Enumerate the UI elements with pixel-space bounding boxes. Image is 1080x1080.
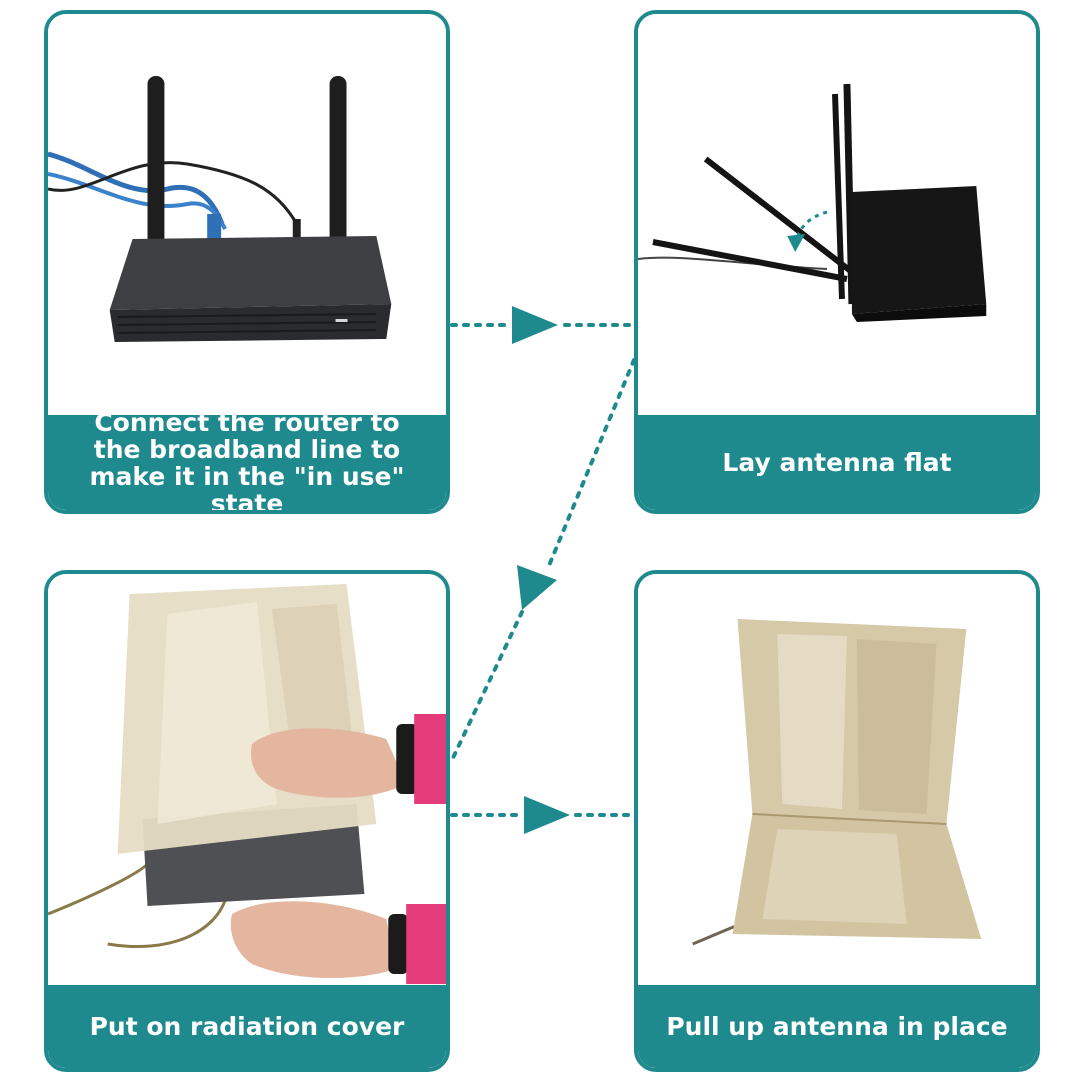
router-antenna-flat-image [638,14,1036,419]
step-caption: Pull up antenna in place [638,985,1036,1068]
step-caption: Connect the router to the broadband line… [48,409,446,510]
step-caption: Lay antenna flat [638,415,1036,510]
hands-radiation-cover-image [48,574,446,989]
step-caption: Put on radiation cover [48,985,446,1068]
arrow-step3-to-step4 [450,796,634,834]
covered-router-image [638,574,1036,989]
router-connected-image [48,14,446,419]
arrow-step1-to-step2 [450,306,634,344]
step-card-put-cover: Put on radiation cover [44,570,450,1072]
step-card-lay-antenna: Lay antenna flat [634,10,1040,514]
step-card-pull-antenna: Pull up antenna in place [634,570,1040,1072]
step-card-connect-router: Connect the router to the broadband line… [44,10,450,514]
arrow-step2-to-step3 [450,358,636,762]
